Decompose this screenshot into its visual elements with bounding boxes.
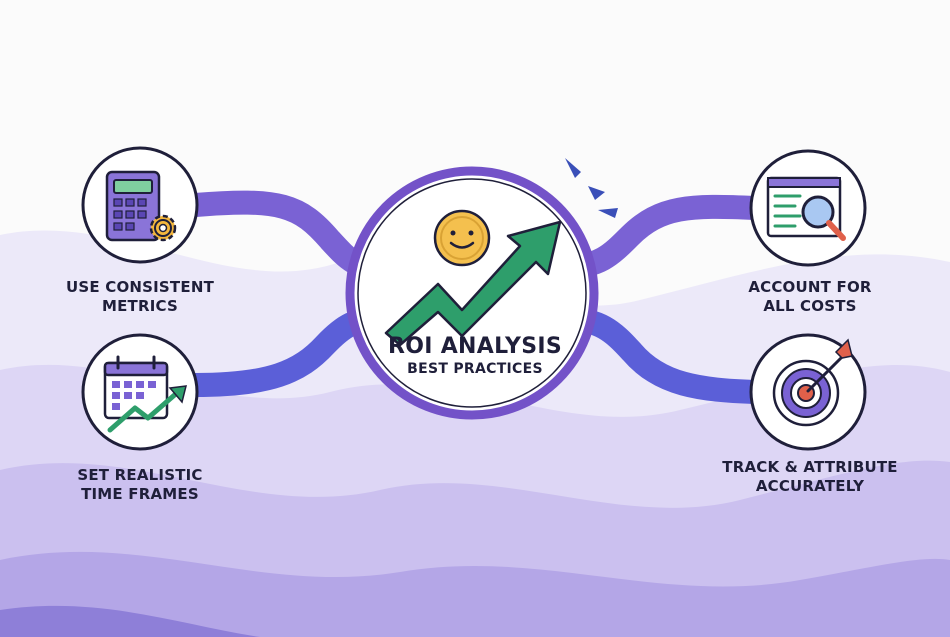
practice-label-bottom-right: TRACK & ATTRIBUTE ACCURATELY [700,458,920,496]
sparkle-3 [598,208,618,218]
wave-front [0,551,950,637]
spreadsheet-magnifier-icon [766,176,846,241]
calculator-gear-icon [105,170,177,242]
center-title-main: ROI ANALYSIS [388,334,562,359]
wave-front-dark [0,605,260,637]
practice-label-line2: ACCURATELY [755,477,865,495]
practice-label-line1: USE CONSISTENT [65,278,215,296]
practice-label-line1: ACCOUNT FOR [748,278,872,296]
practice-label-line2: ALL COSTS [763,297,857,315]
target-arrow-icon [772,338,853,427]
practice-label-line2: TIME FRAMES [81,485,199,503]
practice-label-bottom-left: SET REALISTIC TIME FRAMES [40,466,240,504]
center-title-sub: BEST PRACTICES [407,361,543,377]
rising-arrow-with-coin-icon [384,209,562,347]
practice-label-line2: METRICS [101,297,179,315]
practice-label-top-right: ACCOUNT FOR ALL COSTS [705,278,915,316]
practice-label-line1: SET REALISTIC [77,466,203,484]
sparkle-1 [565,158,581,178]
practice-label-line1: TRACK & ATTRIBUTE [722,458,898,476]
practice-label-top-left: USE CONSISTENT METRICS [40,278,240,316]
sparkle-2 [588,186,605,200]
center-title: ROI ANALYSIS BEST PRACTICES [370,335,580,379]
center-ring-inner [357,178,587,408]
calendar-growth-icon [103,355,187,433]
